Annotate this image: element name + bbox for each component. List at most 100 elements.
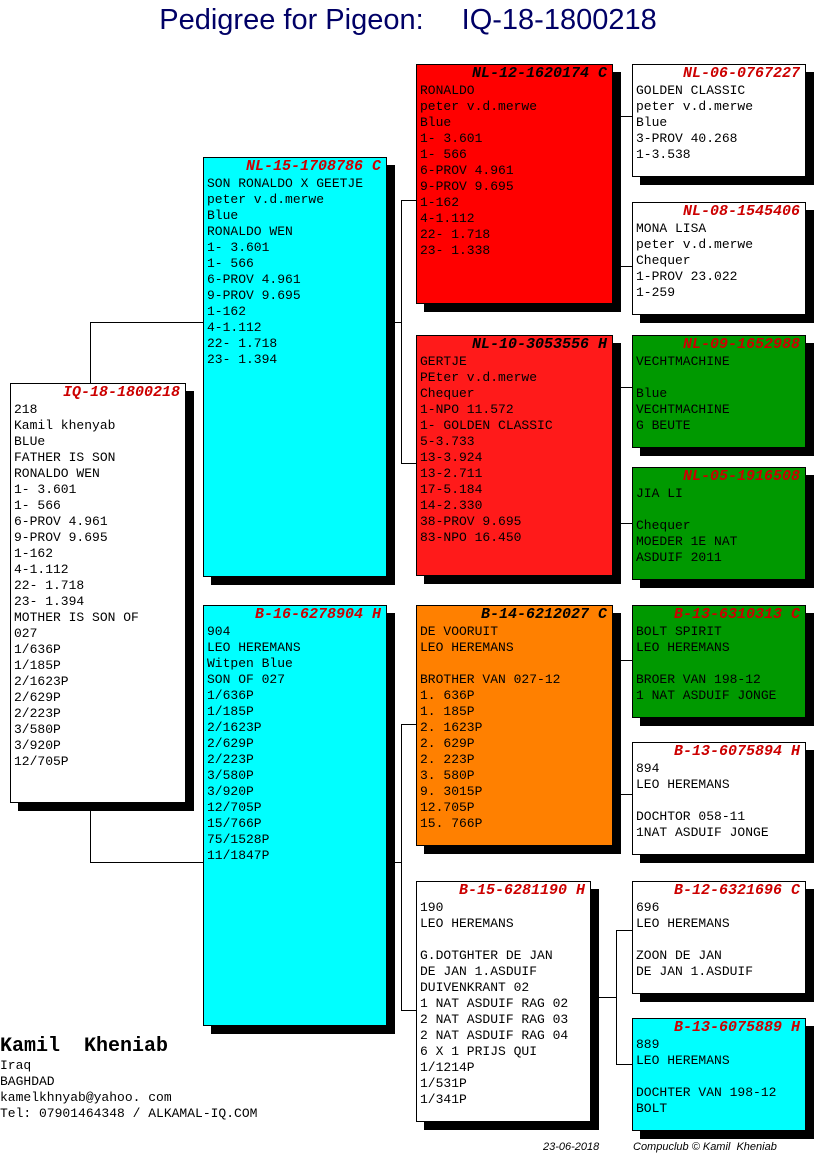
detail-line: JIA LI <box>636 486 683 501</box>
detail-line: VECHTMACHINE <box>636 354 730 369</box>
detail-line: 1 NAT ASDUIF RAG 02 <box>420 996 569 1011</box>
detail-line: 889 <box>636 1037 660 1052</box>
detail-line: 2. 223P <box>420 752 475 767</box>
detail-line: RONALDO <box>420 83 475 98</box>
detail-line: 1/1214P <box>420 1060 475 1075</box>
detail-line <box>636 502 805 518</box>
detail-line: 2/629P <box>207 736 254 751</box>
detail-line: 9. 3015P <box>420 784 483 799</box>
detail-line: 1- 3.601 <box>420 131 483 146</box>
ring-number: B-14-6212027 C <box>480 606 607 623</box>
detail-line: ASDUIF 2011 <box>636 550 722 565</box>
ring-number: B-13-6075889 H <box>673 1019 800 1036</box>
detail-line: DE VOORUIT <box>420 624 499 639</box>
connector-line <box>616 116 633 117</box>
detail-line <box>636 656 805 672</box>
detail-line: 1/531P <box>420 1076 467 1091</box>
connector-line <box>616 387 633 388</box>
detail-line: 6 X 1 PRIJS QUI <box>420 1044 538 1059</box>
owner-email: kamelkhnyab@yahoo. com <box>0 1090 172 1105</box>
detail-line: VECHTMACHINE <box>636 402 730 417</box>
detail-line: LEO HEREMANS <box>636 777 730 792</box>
detail-line: 027 <box>14 626 38 641</box>
detail-line: SON OF 027 <box>207 672 286 687</box>
detail-line: 218 <box>14 402 38 417</box>
detail-line: BLUe <box>14 434 46 449</box>
ring-number: B-13-6310313 C <box>673 606 800 623</box>
connector-line <box>401 463 417 464</box>
connector-line <box>90 322 204 323</box>
ring-number: B-13-6075894 H <box>673 743 800 760</box>
detail-line: MONA LISA <box>636 221 707 236</box>
detail-line: Witpen Blue <box>207 656 293 671</box>
detail-line: DOCHTER VAN 198-12 <box>636 1085 777 1100</box>
detail-line: BOLT SPIRIT <box>636 624 722 639</box>
detail-line: 4-1.112 <box>420 211 475 226</box>
detail-line: 6-PROV 4.961 <box>207 272 301 287</box>
detail-line: 1/636P <box>14 642 61 657</box>
connector-line <box>401 724 402 1010</box>
detail-line: 696 <box>636 900 660 915</box>
detail-line: 1/185P <box>207 704 254 719</box>
detail-line: RONALDO WEN <box>14 466 100 481</box>
detail-line: peter v.d.merwe <box>636 237 754 252</box>
detail-line: 17-5.184 <box>420 482 483 497</box>
detail-line: 1-PROV 23.022 <box>636 269 738 284</box>
detail-line: 12/705P <box>207 800 262 815</box>
detail-line <box>420 932 590 948</box>
detail-line: 3. 580P <box>420 768 475 783</box>
detail-line: 23- 1.338 <box>420 243 491 258</box>
title-ring-number: IQ-18-1800218 <box>461 4 657 36</box>
detail-line: 2/223P <box>14 706 61 721</box>
connector-line <box>386 322 402 323</box>
detail-line: peter v.d.merwe <box>636 99 754 114</box>
connector-line <box>616 116 617 266</box>
detail-line: 1- 566 <box>14 498 61 513</box>
detail-line: 2/629P <box>14 690 61 705</box>
detail-line: FATHER IS SON <box>14 450 116 465</box>
detail-line: MOTHER IS SON OF <box>14 610 139 625</box>
detail-line: Chequer <box>420 386 475 401</box>
connector-line <box>616 660 633 661</box>
detail-line: 9-PROV 9.695 <box>207 288 301 303</box>
detail-line: peter v.d.merwe <box>207 192 325 207</box>
owner-country: Iraq <box>0 1058 32 1073</box>
detail-line: RONALDO WEN <box>207 224 293 239</box>
detail-line: MOEDER 1E NAT <box>636 534 738 549</box>
detail-line: DE JAN 1.ASDUIF <box>636 964 754 979</box>
detail-line: peter v.d.merwe <box>420 99 538 114</box>
detail-line: LEO HEREMANS <box>636 1053 730 1068</box>
detail-line: 190 <box>420 900 444 915</box>
ring-number: NL-08-1545406 <box>682 203 800 220</box>
detail-line: GOLDEN CLASSIC <box>636 83 746 98</box>
detail-line: 2 NAT ASDUIF RAG 04 <box>420 1028 569 1043</box>
detail-line: 1-259 <box>636 285 676 300</box>
detail-line: 1- 566 <box>420 147 467 162</box>
detail-line: 1-3.538 <box>636 147 691 162</box>
detail-line <box>636 932 805 948</box>
page-title: Pedigree for Pigeon:IQ-18-1800218 <box>0 4 816 37</box>
owner-phone-website: Tel: 07901464348 / ALKAMAL-IQ.COM <box>0 1106 258 1121</box>
ring-number: NL-15-1708786 C <box>245 158 381 175</box>
detail-line: 3/920P <box>14 738 61 753</box>
connector-line <box>386 862 402 863</box>
ring-number: B-12-6321696 C <box>673 882 800 899</box>
connector-line <box>401 724 417 725</box>
ring-number: NL-12-1620174 C <box>471 65 607 82</box>
owner-info: Kamil Kheniab Iraq BAGHDAD kamelkhnyab@y… <box>0 1036 257 1122</box>
